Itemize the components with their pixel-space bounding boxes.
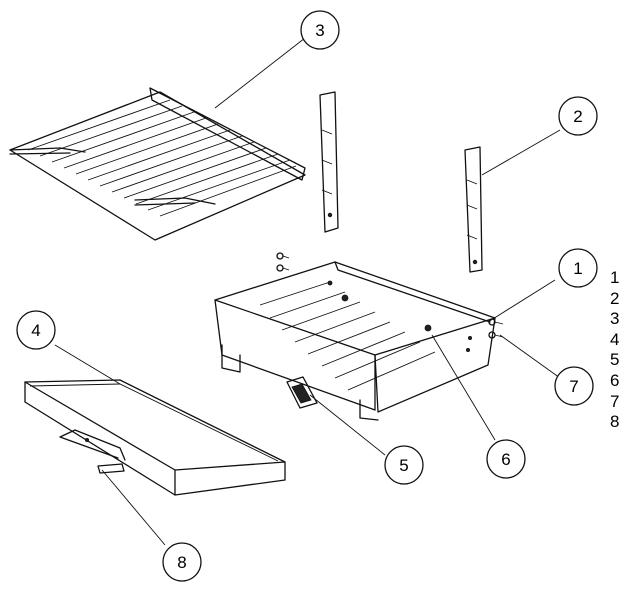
legend-item: 2 <box>610 288 620 308</box>
callout-label: 5 <box>399 456 408 475</box>
callout-balloon-7: 7 <box>554 366 594 406</box>
callout-balloon-2: 2 <box>558 96 598 136</box>
callout-balloon-5: 5 <box>384 445 424 485</box>
legend-item: 7 <box>610 391 620 411</box>
callout-label: 7 <box>569 377 578 396</box>
callout-balloon-8: 8 <box>162 542 202 582</box>
parts-legend: 1 2 3 4 5 6 7 8 <box>610 268 629 433</box>
rack-support-rail-right <box>464 146 483 273</box>
callout-label: 6 <box>501 450 510 469</box>
callout-label: 2 <box>573 107 582 126</box>
legend-item: 3 <box>610 309 620 329</box>
callout-balloon-4: 4 <box>16 310 56 350</box>
legend-item: 6 <box>610 370 620 390</box>
callout-balloon-1: 1 <box>558 248 598 288</box>
ash-pan-handle <box>97 463 125 474</box>
callout-label: 8 <box>177 553 186 572</box>
legend-item: 8 <box>610 412 620 432</box>
legend-item: 4 <box>610 329 620 349</box>
callout-label: 4 <box>31 321 40 340</box>
bolts-upper <box>276 252 290 272</box>
callout-balloon-3: 3 <box>300 10 340 50</box>
ash-pan <box>24 379 286 496</box>
legend-item: 1 <box>610 268 620 287</box>
legend-item: 5 <box>610 350 620 370</box>
callout-label: 1 <box>573 259 582 278</box>
firebox-tray <box>214 261 496 421</box>
callout-label: 3 <box>315 21 324 40</box>
grill-rack <box>9 87 306 241</box>
vent-plate <box>286 376 318 409</box>
callout-balloon-6: 6 <box>486 439 526 479</box>
rack-support-rail-left <box>319 91 339 233</box>
leader-lines <box>54 37 561 546</box>
